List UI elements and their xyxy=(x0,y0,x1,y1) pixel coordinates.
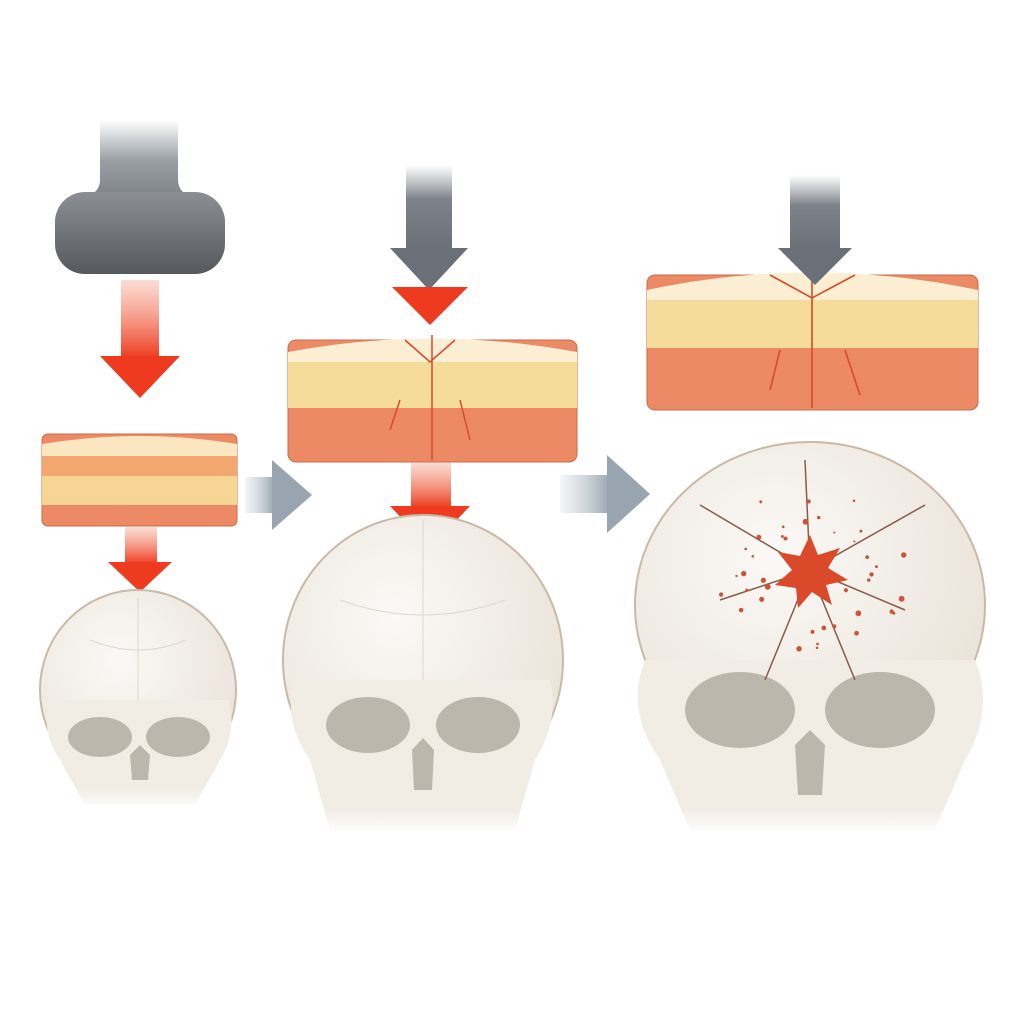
blood-speckle xyxy=(759,500,763,504)
force-arrow xyxy=(392,287,468,325)
stage-1 xyxy=(30,120,250,810)
blood-speckle xyxy=(821,625,827,631)
force-arrow-icon xyxy=(778,175,852,285)
blood-speckle xyxy=(854,630,859,636)
blood-speckle xyxy=(865,555,870,559)
hammer-icon xyxy=(55,120,225,274)
tissue-layers xyxy=(41,433,238,527)
blood-speckle xyxy=(738,607,744,613)
blood-speckle xyxy=(783,536,788,541)
blood-speckle xyxy=(869,572,874,577)
blood-speckle xyxy=(796,646,802,652)
blood-speckle xyxy=(815,646,819,650)
blood-speckle xyxy=(764,583,771,590)
blood-speckle xyxy=(859,529,863,533)
blood-speckle xyxy=(802,518,809,525)
blood-speckle xyxy=(853,540,856,543)
tissue-layers xyxy=(287,335,578,463)
blood-speckle xyxy=(852,499,856,503)
blood-speckle xyxy=(892,611,896,615)
blood-speckle xyxy=(867,578,871,582)
transition-arrow xyxy=(245,460,312,530)
tissue-layers xyxy=(646,270,979,411)
fracture-burst xyxy=(775,535,848,608)
blood-speckle xyxy=(832,624,837,629)
blood-speckle xyxy=(744,547,748,551)
stage-3 xyxy=(620,175,1000,835)
skull xyxy=(270,514,570,835)
transition-arrow xyxy=(560,455,650,533)
skull xyxy=(30,589,250,810)
blood-speckle xyxy=(759,596,765,602)
blood-speckle xyxy=(718,592,724,597)
blood-speckle xyxy=(898,595,905,602)
blood-speckle xyxy=(817,515,821,520)
blood-speckle xyxy=(780,535,784,538)
blood-speckle xyxy=(843,588,849,593)
blood-speckle xyxy=(810,629,815,634)
blood-speckle xyxy=(756,534,762,540)
blood-speckle xyxy=(875,565,878,569)
blood-speckle xyxy=(855,610,862,617)
blood-speckle xyxy=(901,552,907,558)
force-arrow xyxy=(100,280,180,398)
force-arrow-icon xyxy=(390,165,468,290)
skull xyxy=(620,441,1000,835)
blood-speckle xyxy=(751,555,755,558)
stage-2 xyxy=(270,165,578,835)
blood-speckle xyxy=(781,525,785,529)
blood-speckle xyxy=(741,570,747,577)
blood-speckle xyxy=(806,499,811,504)
blood-speckle xyxy=(745,588,749,592)
blood-speckle xyxy=(833,531,836,534)
blood-speckle xyxy=(760,577,766,583)
force-arrow xyxy=(108,527,172,592)
blood-speckle xyxy=(816,642,819,646)
fracture xyxy=(699,459,926,681)
blood-speckle xyxy=(735,574,738,578)
